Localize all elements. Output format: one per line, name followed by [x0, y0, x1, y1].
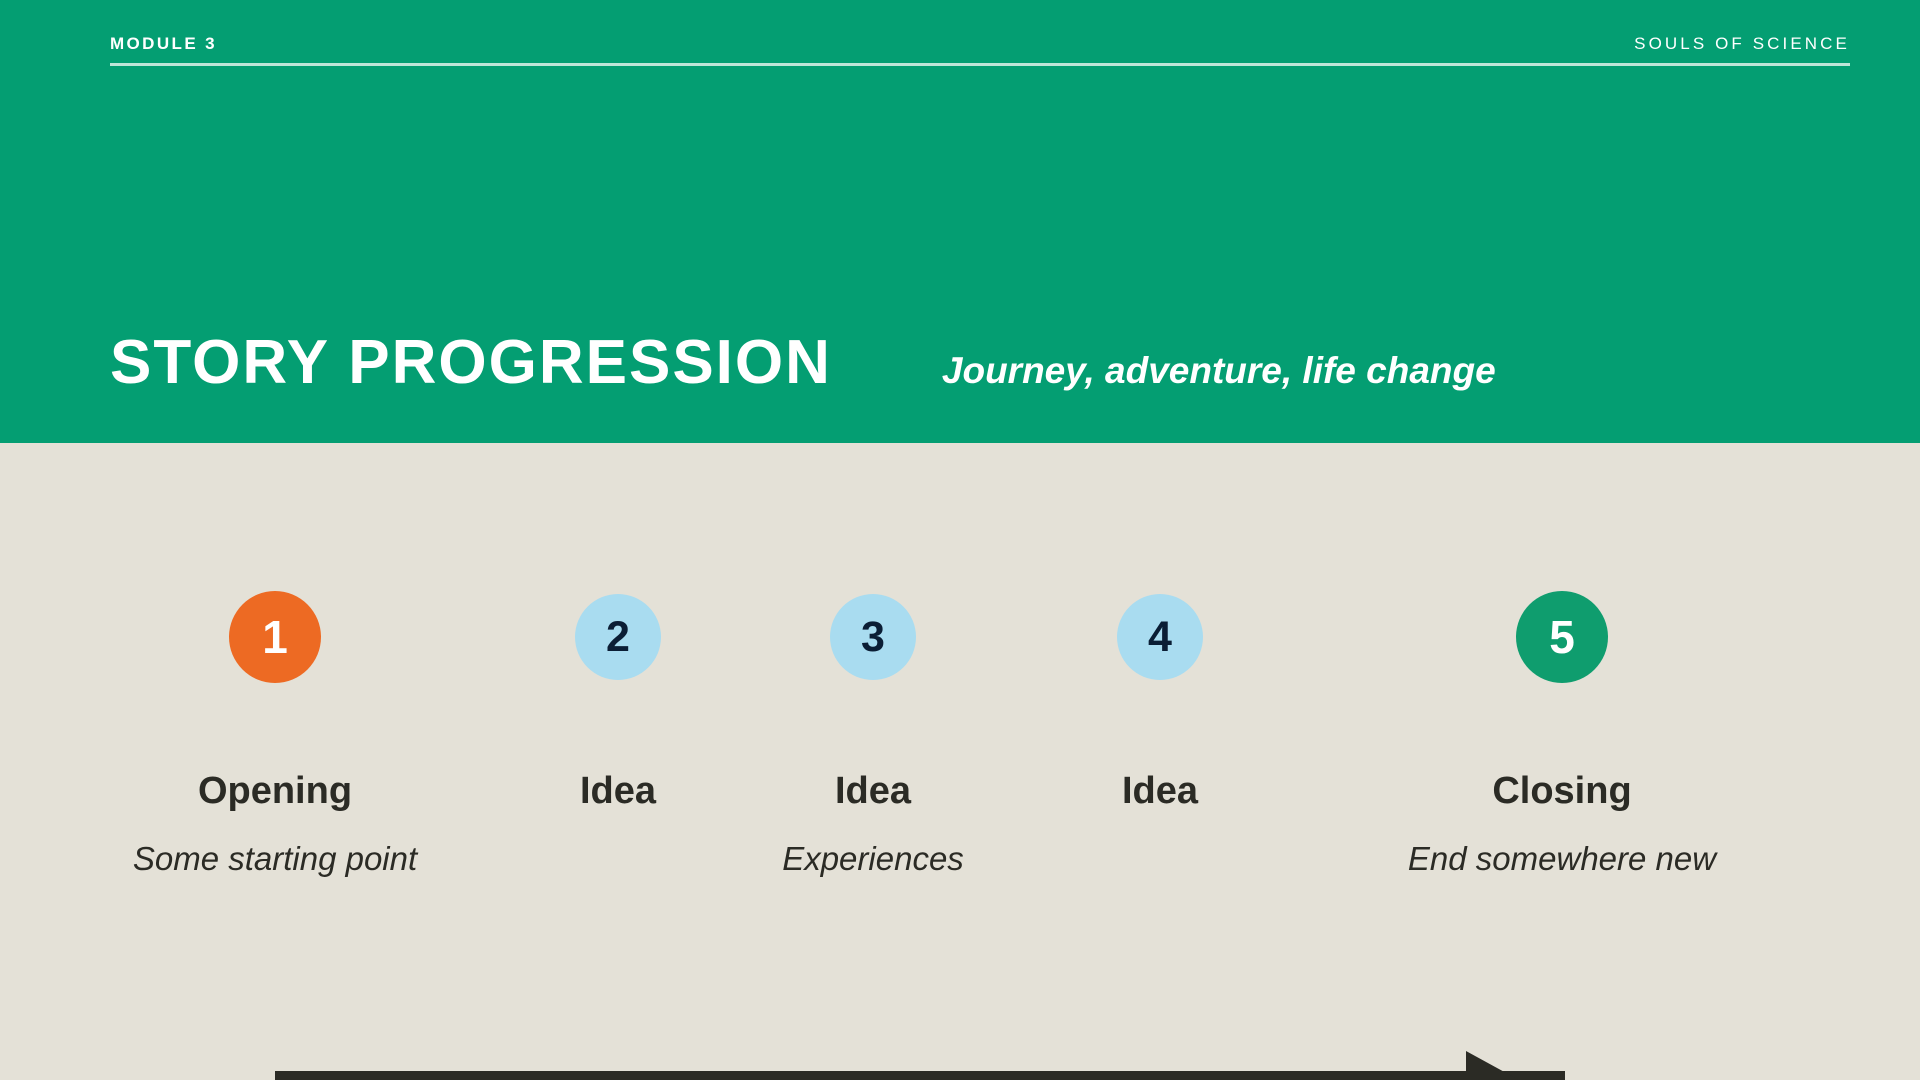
timeline-node-3[interactable]: 3	[830, 594, 916, 680]
timeline-node-4[interactable]: 4	[1117, 594, 1203, 680]
timeline-label-1: Opening	[197, 770, 353, 812]
timeline-node-number: 1	[262, 611, 288, 663]
timeline-sublabel-3: Experiences	[782, 840, 964, 877]
timeline-node-number: 5	[1549, 611, 1575, 663]
timeline-sublabel-1: Some starting point	[132, 840, 418, 877]
page-subtitle: Journey, adventure, life change	[941, 350, 1496, 391]
timeline-label-3: Idea	[834, 770, 912, 812]
header-meta-row: MODULE 3 SOULS OF SCIENCE	[110, 34, 1850, 66]
timeline-label-5: Closing	[1492, 770, 1632, 812]
timeline-label-4: Idea	[1121, 770, 1199, 812]
timeline-label-2: Idea	[579, 770, 657, 812]
module-label: MODULE 3	[110, 34, 218, 53]
title-row: STORY PROGRESSION Journey, adventure, li…	[110, 332, 1850, 394]
timeline-node-number: 4	[1148, 612, 1172, 661]
arrow-right-icon	[1466, 1051, 1519, 1080]
brand-label: SOULS OF SCIENCE	[1634, 34, 1850, 53]
timeline-sublabel-5: End somewhere new	[1407, 840, 1717, 877]
header-band: MODULE 3 SOULS OF SCIENCE STORY PROGRESS…	[0, 0, 1920, 443]
page-title: STORY PROGRESSION	[110, 328, 832, 397]
timeline-node-5[interactable]: 5	[1516, 591, 1608, 683]
timeline-node-1[interactable]: 1	[229, 591, 321, 683]
timeline-connector-line	[275, 1071, 1565, 1080]
timeline-node-2[interactable]: 2	[575, 594, 661, 680]
timeline-node-number: 3	[861, 612, 885, 661]
timeline-node-number: 2	[606, 612, 630, 661]
